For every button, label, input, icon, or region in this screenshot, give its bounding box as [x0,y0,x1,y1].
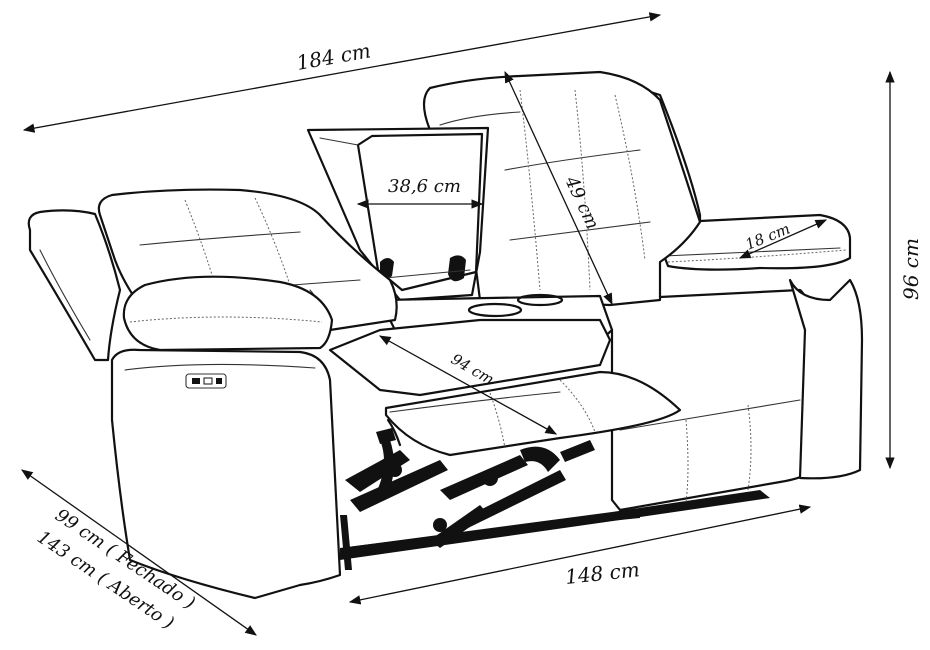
depth-dimension-line [21,469,257,636]
armrest-dimension-line [738,219,828,259]
height-label: 96 cm [899,238,923,300]
back-height-dimension-line [504,70,613,306]
seat-width-dimension-line [348,504,812,605]
footrest-dimension-line [378,335,558,435]
width-dimension-line [22,12,662,133]
seat-width-label: 148 cm [564,557,641,589]
console-label: 38,6 cm [388,176,461,197]
base-rail-2 [340,490,770,548]
